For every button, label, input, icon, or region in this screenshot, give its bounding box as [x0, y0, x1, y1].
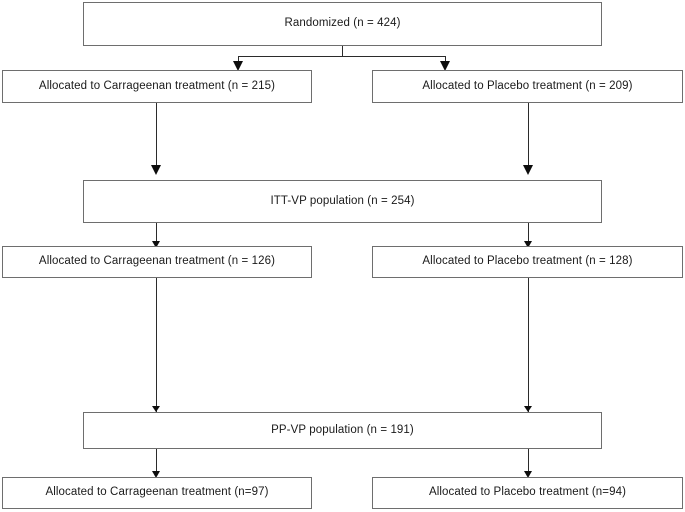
- node-randomized-label: Randomized (n = 424): [284, 17, 401, 30]
- node-allocated-carrageenan-97-label: Allocated to Carrageenan treatment (n=97…: [45, 486, 269, 499]
- arrowhead-placebo128-to-ppvp: [524, 406, 532, 412]
- connector-ppvp-to-placebo94: [528, 449, 529, 476]
- connector-carrageenan126-to-ppvp: [156, 278, 157, 412]
- connector-ittvp-to-placebo128: [528, 223, 529, 246]
- node-allocated-carrageenan-126: Allocated to Carrageenan treatment (n = …: [2, 246, 312, 278]
- node-allocated-placebo-128: Allocated to Placebo treatment (n = 128): [372, 246, 683, 278]
- node-allocated-placebo-209: Allocated to Placebo treatment (n = 209): [372, 70, 683, 103]
- arrowhead-ittvp-to-carrageenan126: [152, 241, 160, 248]
- arrowhead-randomized-to-carrageenan: [233, 61, 243, 71]
- node-allocated-placebo-94-label: Allocated to Placebo treatment (n=94): [428, 486, 627, 499]
- arrowhead-carrageenan126-to-ppvp: [152, 406, 160, 412]
- connector-ppvp-to-carrageenan97: [156, 449, 157, 476]
- connector-carrageenan215-to-ittvp: [156, 103, 157, 170]
- arrowhead-randomized-to-placebo: [440, 61, 450, 71]
- node-allocated-carrageenan-215: Allocated to Carrageenan treatment (n = …: [2, 70, 312, 103]
- connector-randomized-stem: [342, 46, 343, 57]
- arrowhead-ppvp-to-carrageenan97: [152, 471, 160, 478]
- node-randomized: Randomized (n = 424): [83, 2, 602, 46]
- arrowhead-placebo209-to-ittvp: [523, 165, 533, 175]
- node-itt-vp-population: ITT-VP population (n = 254): [83, 180, 602, 223]
- node-allocated-carrageenan-126-label: Allocated to Carrageenan treatment (n = …: [38, 255, 276, 268]
- arrowhead-ppvp-to-placebo94: [524, 471, 532, 478]
- connector-randomized-to-carrageenan-drop: [238, 56, 239, 65]
- node-itt-vp-population-label: ITT-VP population (n = 254): [270, 194, 415, 207]
- connector-placebo209-to-ittvp: [528, 103, 529, 170]
- node-pp-vp-population: PP-VP population (n = 191): [83, 412, 602, 449]
- arrowhead-ittvp-to-placebo128: [524, 241, 532, 248]
- connector-randomized-split-bar: [238, 56, 446, 57]
- node-allocated-carrageenan-215-label: Allocated to Carrageenan treatment (n = …: [38, 79, 276, 92]
- arrowhead-carrageenan215-to-ittvp: [151, 165, 161, 175]
- connector-ittvp-to-carrageenan126: [156, 223, 157, 246]
- node-pp-vp-population-label: PP-VP population (n = 191): [271, 423, 414, 436]
- node-allocated-placebo-209-label: Allocated to Placebo treatment (n = 209): [422, 79, 633, 92]
- node-allocated-placebo-94: Allocated to Placebo treatment (n=94): [372, 477, 683, 509]
- node-allocated-placebo-128-label: Allocated to Placebo treatment (n = 128): [422, 255, 633, 268]
- node-allocated-carrageenan-97: Allocated to Carrageenan treatment (n=97…: [2, 477, 312, 509]
- connector-randomized-to-placebo-drop: [445, 56, 446, 65]
- connector-placebo128-to-ppvp: [528, 278, 529, 412]
